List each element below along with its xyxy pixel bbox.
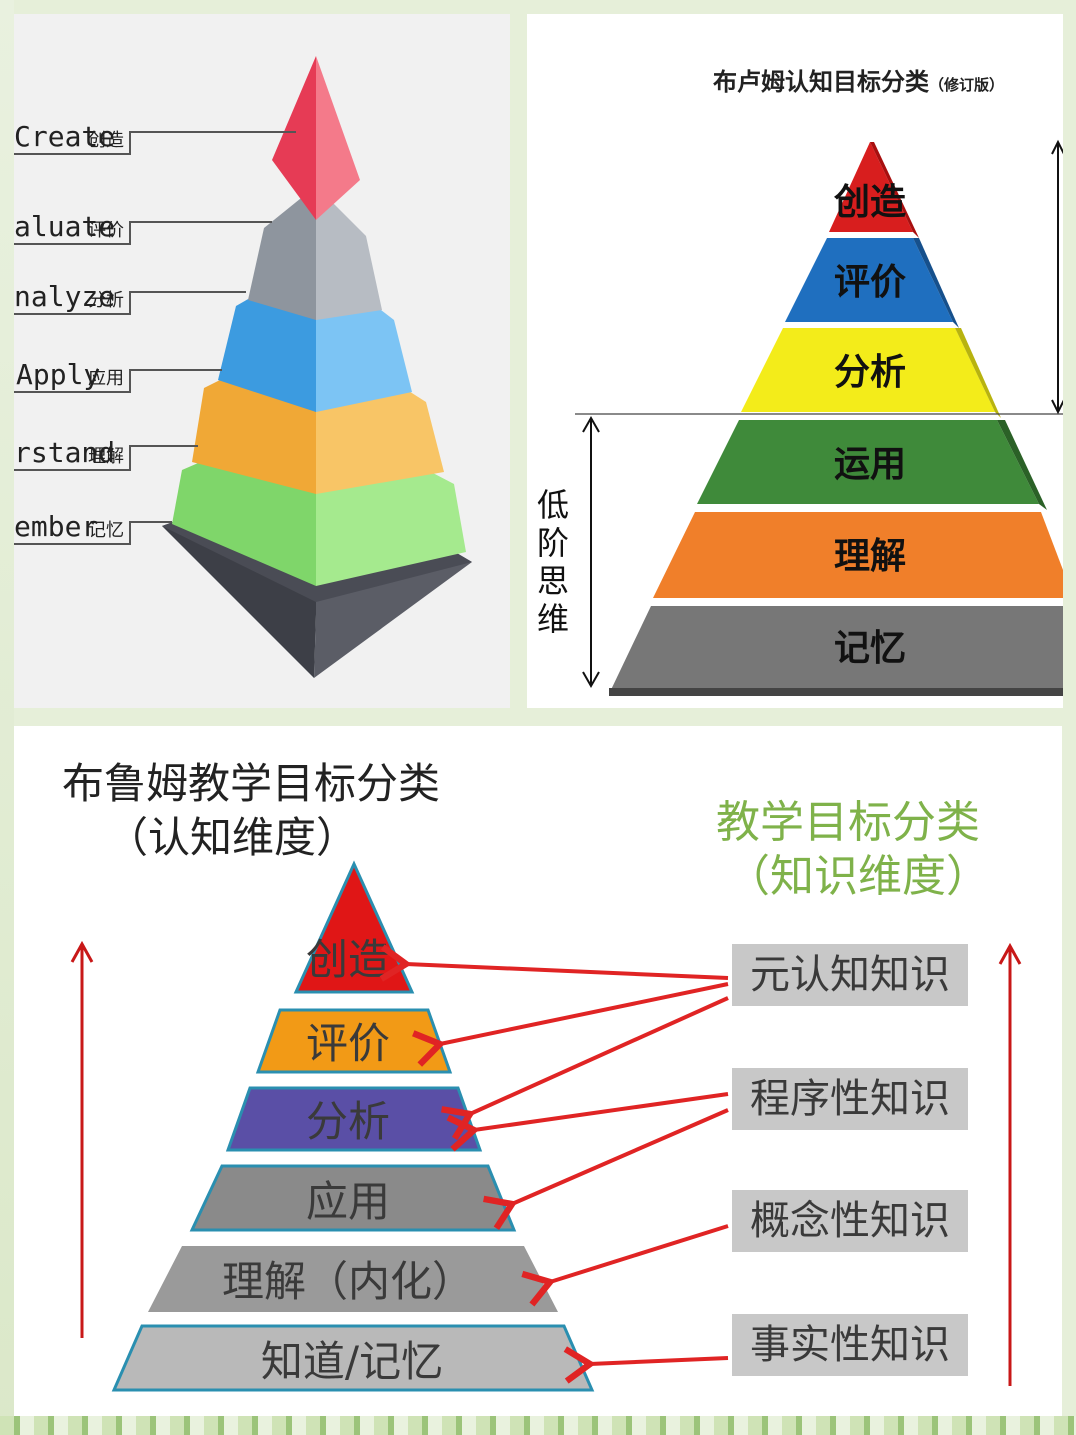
knowledge-procedural: 程序性知识 [732,1068,968,1130]
two-dimension-graphic: 创造 评价 分析 应用 理解（内化） 知道/记忆 [70,860,1022,1392]
label-remember-zh: 记忆 [88,520,124,541]
arrow-meta-to-analyze [441,996,729,1141]
3d-pyramid-graphic: Create 创造 aluate 评价 nalyze 分析 Apply 应用 r… [14,56,472,678]
arrow-fact-to-remember [563,1346,729,1384]
pyramid-layer-evaluate-right [316,186,382,320]
knowledge-title-line2: （知识维度） [726,851,990,902]
arrow-meta-to-evaluate [412,982,729,1067]
layer-analyze [225,1086,483,1152]
band-label-create: 创造 [834,182,906,223]
low-order-arrow [582,415,600,689]
high-order-arrow [1051,139,1063,415]
background-leaf-border [0,0,14,1435]
cognitive-title-line1: 布鲁姆教学目标分类 [62,759,441,808]
label-understand-zh: 理解 [88,446,124,467]
knowledge-title-line1: 教学目标分类 [716,797,980,848]
side-arrows [70,940,1022,1386]
leader-line-create [14,131,296,155]
band-apply [697,420,1039,504]
leader-line-analyze [14,291,246,315]
panel-3d-pyramid: Create 创造 aluate 评价 nalyze 分析 Apply 应用 r… [14,14,510,708]
background-leaf-strip [0,1416,1076,1435]
band-analyze [741,328,995,412]
band-create [829,142,913,232]
layer-label-evaluate: 评价 [306,1019,390,1068]
leader-line-understand [14,445,198,471]
layer-label-understand: 理解（内化） [222,1257,474,1306]
panel-revised-pyramid: 布卢姆认知目标分类 （修订版） 创造 评价 分析 运用 理解 记忆 [527,14,1063,708]
label-apply-zh: 应用 [88,368,124,389]
pyramid-layer-create-left [272,56,316,220]
label-understand-en: rstand [14,436,115,469]
leader-line-apply [14,369,222,393]
band-understand [653,512,1063,598]
panel-two-dimensions: 布鲁姆教学目标分类 （认知维度） 教学目标分类 （知识维度） 创造 评价 分析 … [14,726,1062,1416]
low-order-label: 低阶思维 [537,486,570,638]
leader-line-evaluate [14,221,272,245]
knowledge-metacognitive: 元认知知识 [732,944,968,1006]
layer-understand [148,1246,558,1312]
layer-remember [111,1324,595,1392]
revised-title: 布卢姆认知目标分类 [713,67,930,96]
band-remember [609,606,1063,694]
layer-label-remember: 知道/记忆 [261,1337,443,1386]
arrow-meta-to-create [379,944,729,982]
arrow-proc-to-analyze [446,1092,729,1152]
label-analyze-en: nalyze [14,280,115,313]
mapping-arrows [379,944,729,1384]
knowledge-conceptual: 概念性知识 [732,1190,968,1252]
pyramid-layer-evaluate-left [248,186,316,320]
label-apply-en: Apply [16,358,100,391]
leader-line-remember [14,521,172,545]
layer-label-analyze: 分析 [306,1097,390,1146]
pyramid-labels: Create 创造 aluate 评价 nalyze 分析 Apply 应用 r… [14,120,124,543]
label-evaluate-zh: 评价 [88,220,124,241]
label-remember-en: ember [14,510,98,543]
layer-apply [189,1164,517,1232]
band-label-analyze: 分析 [834,352,906,393]
band-label-evaluate: 评价 [834,262,906,303]
band-label-apply: 运用 [834,444,906,485]
label-create-en: Create [14,120,115,153]
arrow-proc-to-apply [483,1108,729,1230]
band-evaluate [785,238,953,322]
label-analyze-zh: 分析 [88,290,124,311]
band-label-understand: 理解 [834,536,906,577]
layer-evaluate [255,1008,453,1074]
revised-title-note: （修订版） [929,76,1004,94]
knowledge-factual: 事实性知识 [732,1314,968,1376]
label-evaluate-en: aluate [14,210,115,243]
leader-lines [14,131,296,545]
label-create-zh: 创造 [88,130,124,151]
layer-label-apply: 应用 [306,1177,390,1226]
revised-pyramid-graphic: 布卢姆认知目标分类 （修订版） 创造 评价 分析 运用 理解 记忆 [575,67,1063,696]
arrow-concept-to-understand [521,1224,729,1307]
cognitive-title-line2: （认知维度） [106,813,359,862]
band-label-remember: 记忆 [834,628,906,669]
layer-label-create: 创造 [306,935,390,984]
pyramid-layer-create-right [316,56,360,220]
